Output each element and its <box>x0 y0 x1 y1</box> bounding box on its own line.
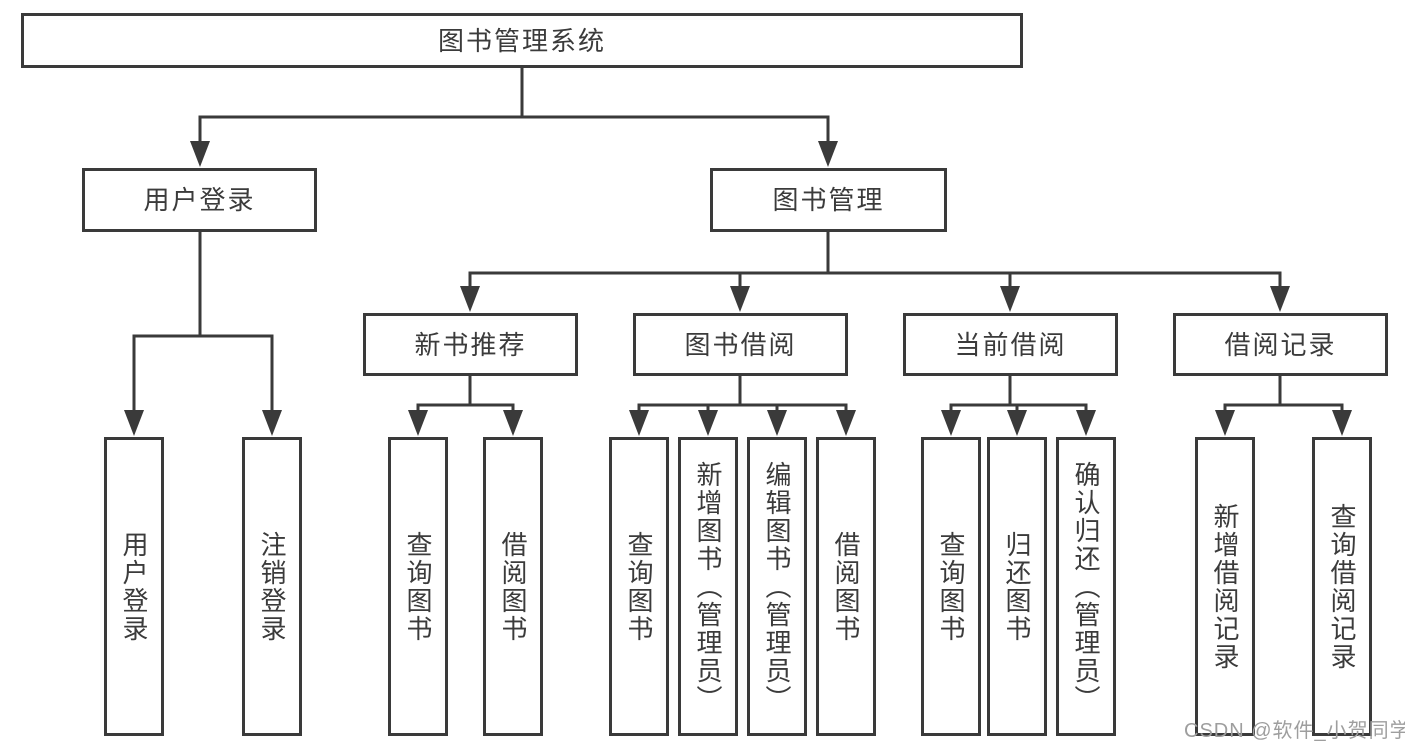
node-current-borrow: 当前借阅 <box>903 313 1118 376</box>
arrow-down-head <box>1076 410 1096 436</box>
leaf-records-query-record: 查询借阅记录 <box>1312 437 1372 736</box>
node-label: 新增图书（管理员） <box>693 460 723 713</box>
connector-currentborrow-to-leaves <box>941 374 1096 436</box>
arrow-down-head <box>941 410 961 436</box>
leaf-current-query-books: 查询图书 <box>921 437 981 736</box>
node-book-borrow: 图书借阅 <box>633 313 848 376</box>
node-label: 查询借阅记录 <box>1327 502 1357 671</box>
arrow-down-head <box>460 286 480 312</box>
node-label: 确认归还（管理员） <box>1071 460 1101 713</box>
leaf-logout: 注销登录 <box>242 437 302 736</box>
node-label: 用户登录 <box>143 185 256 215</box>
leaf-newbook-borrow-books: 借阅图书 <box>483 437 543 736</box>
node-borrow-records: 借阅记录 <box>1173 313 1388 376</box>
node-label: 查询图书 <box>624 530 654 643</box>
node-label: 图书借阅 <box>684 329 797 360</box>
node-label: 查询图书 <box>936 530 966 643</box>
leaf-user-login: 用户登录 <box>104 437 164 736</box>
node-label: 图书管理系统 <box>437 25 606 56</box>
arrow-down-head <box>629 410 649 436</box>
leaf-borrow-add-books-admin: 新增图书（管理员） <box>678 437 738 736</box>
connector-root-to-level1 <box>190 66 838 167</box>
node-label: 借阅记录 <box>1224 329 1337 360</box>
node-label: 注销登录 <box>257 530 287 643</box>
arrow-down-head <box>262 410 282 436</box>
leaf-borrow-query-books: 查询图书 <box>609 437 669 736</box>
node-label: 图书管理 <box>772 185 885 215</box>
arrow-down-head <box>698 410 718 436</box>
node-library-system: 图书管理系统 <box>21 13 1023 68</box>
node-label: 用户登录 <box>119 530 149 643</box>
node-label: 新增借阅记录 <box>1210 502 1240 671</box>
csdn-watermark: CSDN @软件_小贺同学 <box>1184 720 1405 742</box>
node-label: 借阅图书 <box>831 530 861 643</box>
leaf-current-confirm-return-admin: 确认归还（管理员） <box>1056 437 1116 736</box>
arrow-down-head <box>730 286 750 312</box>
connector-records-to-leaves <box>1215 374 1352 436</box>
arrow-down-head <box>1007 410 1027 436</box>
arrow-down-head <box>503 410 523 436</box>
connector-bookmgmt-to-mids <box>460 230 1290 312</box>
node-user-login: 用户登录 <box>82 168 317 232</box>
node-label: 借阅图书 <box>498 530 528 643</box>
node-label: 归还图书 <box>1002 530 1032 643</box>
arrow-down-head <box>836 410 856 436</box>
node-label: 当前借阅 <box>954 329 1067 360</box>
arrow-down-head <box>818 141 838 167</box>
arrow-down-head <box>1215 410 1235 436</box>
leaf-newbook-query-books: 查询图书 <box>388 437 448 736</box>
connector-newbook-to-leaves <box>408 374 523 436</box>
arrow-down-head <box>190 141 210 167</box>
arrow-down-head <box>1000 286 1020 312</box>
node-label: 查询图书 <box>403 530 433 643</box>
leaf-records-add-record: 新增借阅记录 <box>1195 437 1255 736</box>
node-book-management: 图书管理 <box>710 168 947 232</box>
arrow-down-head <box>1332 410 1352 436</box>
arrow-down-head <box>408 410 428 436</box>
leaf-current-return-books: 归还图书 <box>987 437 1047 736</box>
arrow-down-head <box>1270 286 1290 312</box>
arrow-down-head <box>767 410 787 436</box>
leaf-borrow-borrow-books: 借阅图书 <box>816 437 876 736</box>
connector-userlogin-to-leaves <box>124 230 282 436</box>
node-label: 新书推荐 <box>414 329 527 360</box>
node-label: 编辑图书（管理员） <box>762 460 792 713</box>
node-new-book-recommend: 新书推荐 <box>363 313 578 376</box>
connector-bookborrow-to-leaves <box>629 374 856 436</box>
arrow-down-head <box>124 410 144 436</box>
leaf-borrow-edit-books-admin: 编辑图书（管理员） <box>747 437 807 736</box>
